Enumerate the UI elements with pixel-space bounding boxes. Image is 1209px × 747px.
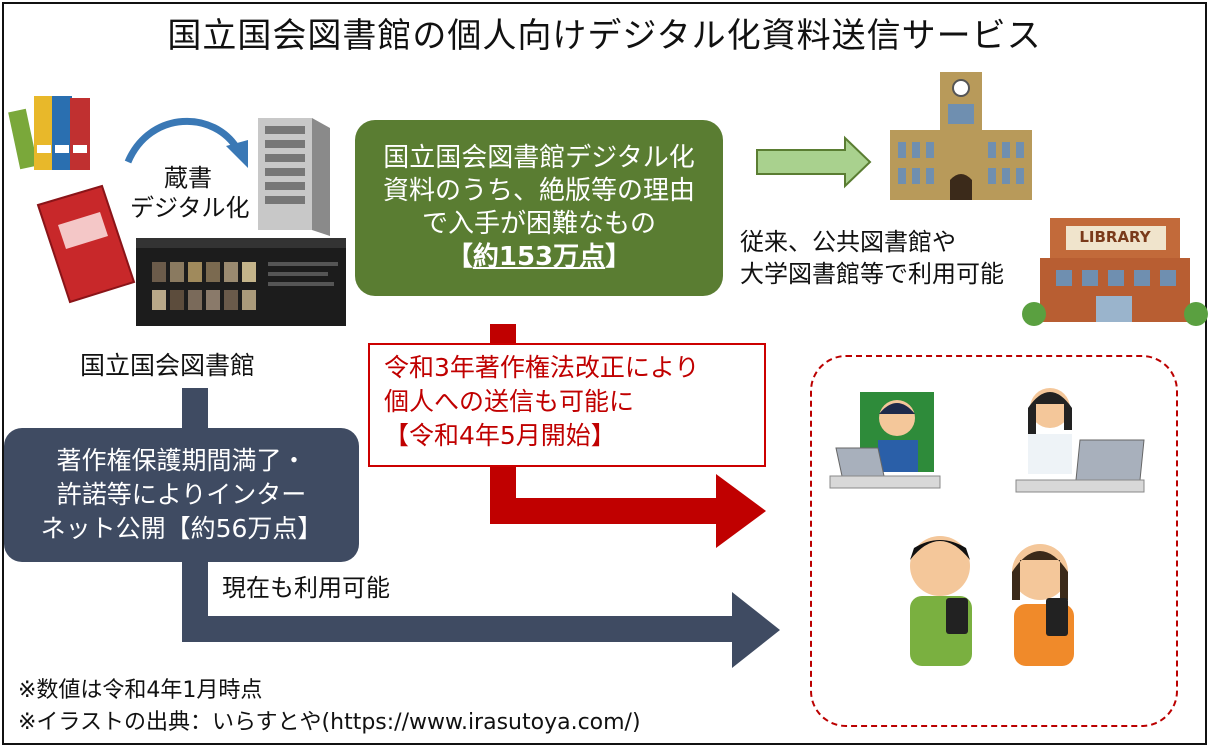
individuals-region xyxy=(810,355,1178,727)
person-phone-2 xyxy=(1012,544,1074,666)
public-domain-line3: ネット公開【約56万点】 xyxy=(40,514,323,543)
ndl-label: 国立国会図書館 xyxy=(80,351,256,380)
law-change-note: 令和3年著作権法改正により 個人への送信も可能に 【令和4年5月開始】 xyxy=(368,343,766,467)
current-available-label: 現在も利用可能 xyxy=(222,574,390,602)
digitize-curve-arrow xyxy=(124,117,242,164)
traditional-arrow xyxy=(756,135,872,189)
library-illustration xyxy=(1022,218,1208,326)
law-change-line3: 【令和4年5月開始】 xyxy=(384,421,616,450)
server-illustration xyxy=(258,118,330,236)
person-pc-1 xyxy=(829,392,941,489)
library-sign: LIBRARY xyxy=(1079,228,1151,246)
person-phone-1 xyxy=(910,536,972,666)
public-domain-line2: 許諾等によりインター xyxy=(56,480,307,509)
public-arrow-head xyxy=(182,592,780,668)
university-illustration xyxy=(890,72,1032,200)
page-title: 国立国会図書館の個人向けデジタル化資料送信サービス xyxy=(167,16,1042,56)
out-of-print-line2: 資料のうち、絶版等の理由 xyxy=(382,176,695,206)
books-illustration xyxy=(8,96,136,304)
out-of-print-line3: で入手が困難なもの xyxy=(421,209,656,239)
digitize-label-2: デジタル化 xyxy=(130,194,250,222)
public-domain-line1: 著作権保護期間満了・ xyxy=(56,446,307,475)
law-arrow-head xyxy=(490,474,766,548)
footnote-1: ※数値は令和4年1月時点 xyxy=(18,678,263,703)
digitize-label-1: 蔵書 xyxy=(164,164,212,192)
website-screenshot xyxy=(136,238,346,326)
footnote-2: ※イラストの出典：いらすとや(https://www.irasutoya.com… xyxy=(18,710,641,735)
out-of-print-count: 【約153万点】 xyxy=(446,242,632,272)
law-change-line1: 令和3年著作権法改正により xyxy=(384,353,700,382)
out-of-print-box: 国立国会図書館デジタル化 資料のうち、絶版等の理由 で入手が困難なもの 【約15… xyxy=(355,120,723,296)
person-pc-2 xyxy=(1015,388,1145,493)
traditional-line1: 従来、公共図書館や xyxy=(740,228,956,256)
out-of-print-count-value: 約153万点 xyxy=(472,242,606,272)
out-of-print-line1: 国立国会図書館デジタル化 xyxy=(383,143,695,173)
traditional-line2: 大学図書館等で利用可能 xyxy=(740,260,1004,288)
public-domain-box: 著作権保護期間満了・ 許諾等によりインター ネット公開【約56万点】 xyxy=(4,428,359,562)
law-change-line2: 個人への送信も可能に xyxy=(384,387,635,416)
